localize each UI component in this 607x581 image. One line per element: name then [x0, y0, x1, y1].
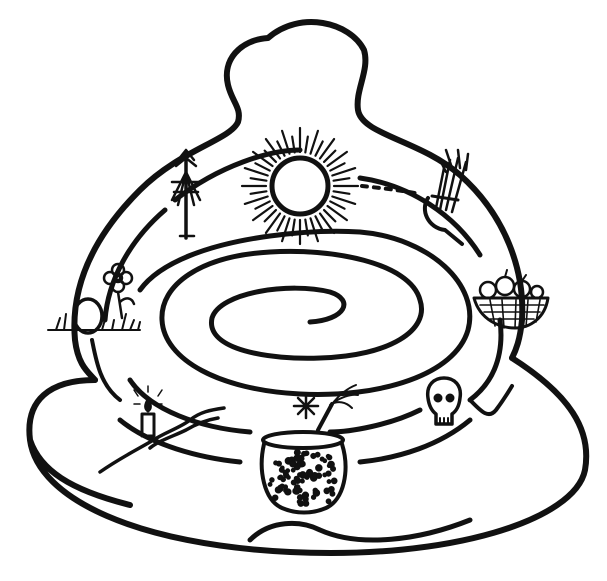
cauldron-dot [315, 452, 320, 457]
cauldron-dot [330, 491, 335, 496]
cauldron-dot [298, 501, 304, 507]
cauldron-dot [287, 475, 291, 479]
sun-ray [305, 137, 308, 153]
star-icon [294, 394, 318, 418]
cauldron-dot [275, 487, 281, 493]
sun-ray [245, 197, 268, 204]
cauldron-dot [293, 488, 299, 494]
cauldron-dot [316, 465, 323, 472]
fruit-basket-icon [474, 270, 548, 328]
cauldron-dot [285, 489, 291, 495]
sun-ray [330, 163, 344, 170]
sun-ray [255, 163, 269, 170]
sun-ray [332, 168, 355, 175]
sun-ray [315, 141, 322, 155]
cauldron-dot [268, 483, 272, 487]
cauldron-dot [306, 469, 312, 475]
spiral-icon [140, 231, 470, 394]
cauldron-dot [272, 495, 277, 500]
cauldron-dot [270, 478, 274, 482]
cauldron-dot [274, 461, 278, 465]
braid-path [100, 408, 224, 472]
sun-icon [242, 128, 358, 244]
cauldron-dot [327, 455, 332, 460]
season-ring [105, 150, 501, 432]
cauldron-dot [295, 455, 301, 461]
sun-ray [251, 178, 267, 181]
cauldron-dot [327, 480, 331, 484]
cauldron-dot [327, 464, 331, 468]
cauldron-dot [320, 457, 324, 461]
cauldron-dot [279, 475, 283, 479]
sun-ray [315, 216, 322, 230]
sun-ray [311, 131, 318, 154]
sun-ray [251, 191, 267, 194]
cauldron-dot [316, 473, 321, 478]
right-contour [470, 386, 512, 414]
sun-ray [334, 191, 350, 194]
cauldron-dot [291, 468, 295, 472]
cauldron-icon [262, 385, 358, 513]
cauldron-dot [313, 490, 320, 497]
sun-ray [332, 197, 355, 204]
egg-in-grass-icon [48, 299, 140, 333]
cauldron-dot [283, 470, 287, 474]
left-contour [92, 340, 120, 400]
cauldron-dot [323, 473, 327, 477]
sun-ray [255, 201, 269, 208]
cauldron-dot [302, 451, 307, 456]
sun-ray [245, 168, 268, 175]
cauldron-dot [290, 461, 296, 467]
sun-ray [282, 218, 289, 241]
sun-ray [330, 201, 344, 208]
sun-ray [277, 216, 284, 230]
cauldron-dot [300, 472, 306, 478]
cauldron-dot [331, 466, 336, 471]
cauldron-dot [294, 476, 299, 481]
cauldron-dot [300, 461, 306, 467]
skull-icon [428, 378, 461, 424]
cauldron-dot [326, 499, 331, 504]
sun-ray [334, 178, 350, 181]
cauldron-dot [331, 478, 337, 484]
